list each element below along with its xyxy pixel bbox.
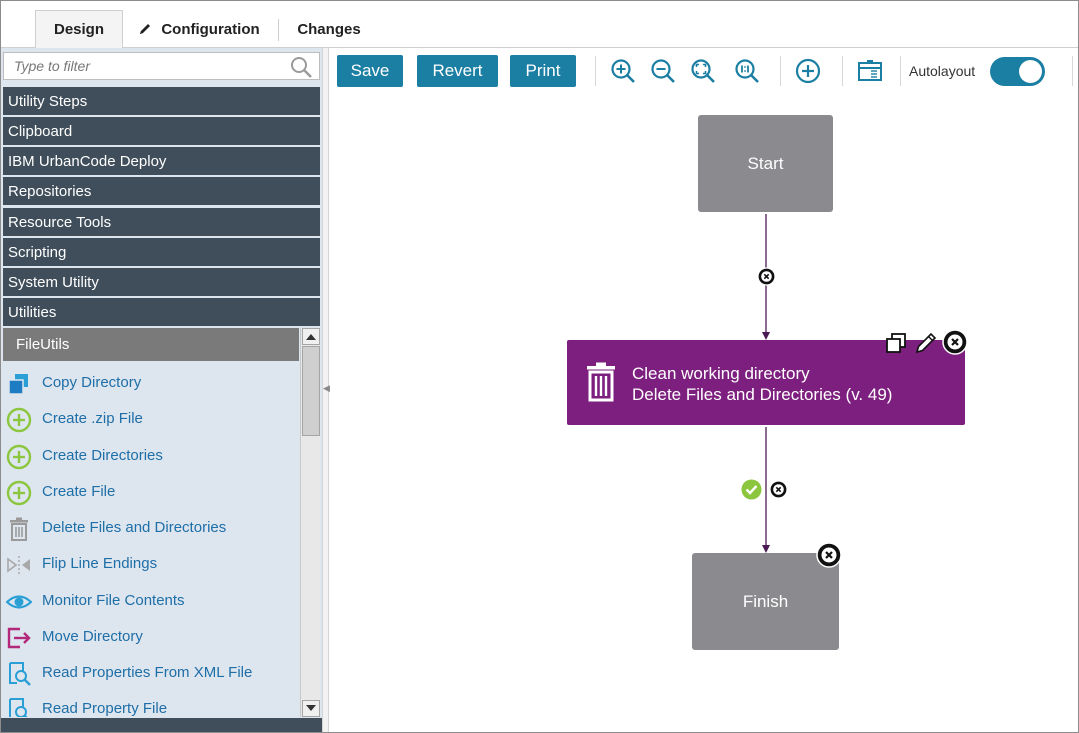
subgroup-fileutils[interactable]: FileUtils — [3, 328, 299, 361]
category-resource-tools[interactable]: Resource Tools — [3, 208, 320, 236]
scroll-up-button[interactable] — [302, 328, 320, 345]
palette-footer — [1, 718, 322, 732]
edit-icon[interactable] — [914, 331, 938, 360]
search-icon[interactable] — [289, 55, 313, 84]
trash-icon — [6, 516, 32, 542]
palette-scrollbar[interactable] — [300, 328, 320, 717]
delete-finish-icon[interactable] — [816, 542, 842, 573]
add-icon[interactable] — [795, 58, 821, 84]
step-name: Clean working directory — [632, 364, 810, 383]
category-clipboard[interactable]: Clipboard — [3, 117, 320, 145]
trash-icon — [585, 362, 617, 407]
list-item[interactable]: Flip Line Endings — [3, 546, 299, 580]
list-item[interactable]: Read Properties From XML File — [3, 655, 299, 689]
pencil-icon — [138, 22, 152, 36]
chevron-down-icon — [306, 705, 316, 711]
category-utilities[interactable]: Utilities — [3, 298, 320, 326]
toolbar-divider — [1072, 56, 1073, 86]
chevron-up-icon — [306, 334, 316, 340]
duplicate-icon[interactable] — [885, 332, 907, 359]
arrowhead — [762, 332, 770, 340]
list-item[interactable]: Copy Directory — [3, 365, 299, 399]
step-list: Copy Directory Create .zip File Create D… — [3, 361, 299, 717]
plus-circle-icon — [6, 444, 32, 470]
list-item[interactable]: Create Directories — [3, 438, 299, 472]
tab-label: Configuration — [161, 20, 260, 38]
copy-icon — [6, 371, 32, 397]
zoom-in-icon[interactable] — [610, 58, 636, 84]
autolayout-toggle[interactable] — [990, 57, 1045, 86]
search-doc-icon — [6, 697, 32, 717]
category-repositories[interactable]: Repositories — [3, 177, 320, 205]
category-urbancode-deploy[interactable]: IBM UrbanCode Deploy — [3, 147, 320, 175]
finish-node[interactable]: Finish — [692, 553, 839, 650]
list-item[interactable]: Delete Files and Directories — [3, 510, 299, 544]
eye-icon — [5, 589, 33, 615]
scroll-thumb[interactable] — [302, 346, 320, 436]
list-item-label: Create File — [42, 482, 116, 500]
layout-icon[interactable] — [857, 58, 883, 84]
list-item-label: Create .zip File — [42, 409, 143, 427]
panel-splitter[interactable]: ◀ — [322, 48, 330, 732]
list-item[interactable]: Read Property File — [3, 691, 299, 717]
list-item[interactable]: Create File — [3, 474, 299, 508]
toolbar-divider — [842, 56, 843, 86]
plus-circle-icon — [6, 407, 32, 433]
scroll-down-button[interactable] — [302, 700, 320, 717]
list-item[interactable]: Monitor File Contents — [3, 583, 299, 617]
list-item-label: Read Properties From XML File — [42, 663, 253, 681]
zoom-reset-icon[interactable] — [734, 58, 760, 84]
filter-input[interactable] — [4, 53, 274, 79]
toggle-knob — [1019, 60, 1042, 83]
list-item-label: Monitor File Contents — [42, 591, 185, 609]
save-button[interactable]: Save — [337, 55, 403, 87]
tab-configuration[interactable]: Configuration — [133, 10, 265, 48]
move-icon — [6, 625, 32, 651]
step-palette: Utility Steps Clipboard IBM UrbanCode De… — [1, 48, 322, 732]
list-item-label: Move Directory — [42, 627, 143, 645]
arrowhead — [762, 545, 770, 553]
tab-design[interactable]: Design — [35, 10, 123, 49]
tab-label: Changes — [297, 20, 361, 38]
category-system-utility[interactable]: System Utility — [3, 268, 320, 296]
list-item-label: Flip Line Endings — [42, 554, 158, 572]
revert-button[interactable]: Revert — [417, 55, 498, 87]
list-item-label: Read Property File — [42, 699, 168, 717]
toolbar-divider — [780, 56, 781, 86]
search-doc-icon — [6, 661, 32, 687]
list-item[interactable]: Create .zip File — [3, 401, 299, 435]
toolbar-divider — [595, 56, 596, 86]
delete-connection-icon[interactable] — [757, 267, 776, 291]
step-type: Delete Files and Directories (v. 49) — [632, 385, 893, 404]
list-item-label: Delete Files and Directories — [42, 518, 227, 536]
category-utility-steps[interactable]: Utility Steps — [3, 87, 320, 115]
category-scripting[interactable]: Scripting — [3, 238, 320, 266]
collapse-arrow-icon[interactable]: ◀ — [323, 383, 330, 393]
list-item-label: Create Directories — [42, 446, 163, 464]
list-item-label: Copy Directory — [42, 373, 142, 391]
tab-changes[interactable]: Changes — [291, 10, 367, 48]
tab-bar: Design Configuration Changes — [1, 1, 1078, 49]
process-canvas[interactable]: Start Clean working directory Delete Fil… — [330, 94, 1078, 732]
tab-label: Design — [53, 21, 104, 38]
designer-toolbar: Save Revert Print Autolayout — [330, 48, 1078, 94]
tab-divider — [278, 19, 279, 41]
step-node-clean-working-directory[interactable]: Clean working directory Delete Files and… — [567, 340, 965, 425]
zoom-out-icon[interactable] — [650, 58, 676, 84]
plus-circle-icon — [6, 480, 32, 506]
delete-step-icon[interactable] — [942, 329, 968, 360]
delete-connection-icon[interactable] — [769, 480, 788, 504]
zoom-fit-icon[interactable] — [690, 58, 716, 84]
start-node[interactable]: Start — [698, 115, 833, 212]
autolayout-label: Autolayout — [909, 63, 976, 79]
toolbar-divider — [900, 56, 901, 86]
list-item[interactable]: Move Directory — [3, 619, 299, 653]
print-button[interactable]: Print — [510, 55, 576, 87]
filter-box — [3, 52, 320, 80]
flip-icon — [6, 552, 32, 578]
success-condition-icon[interactable] — [741, 479, 762, 505]
